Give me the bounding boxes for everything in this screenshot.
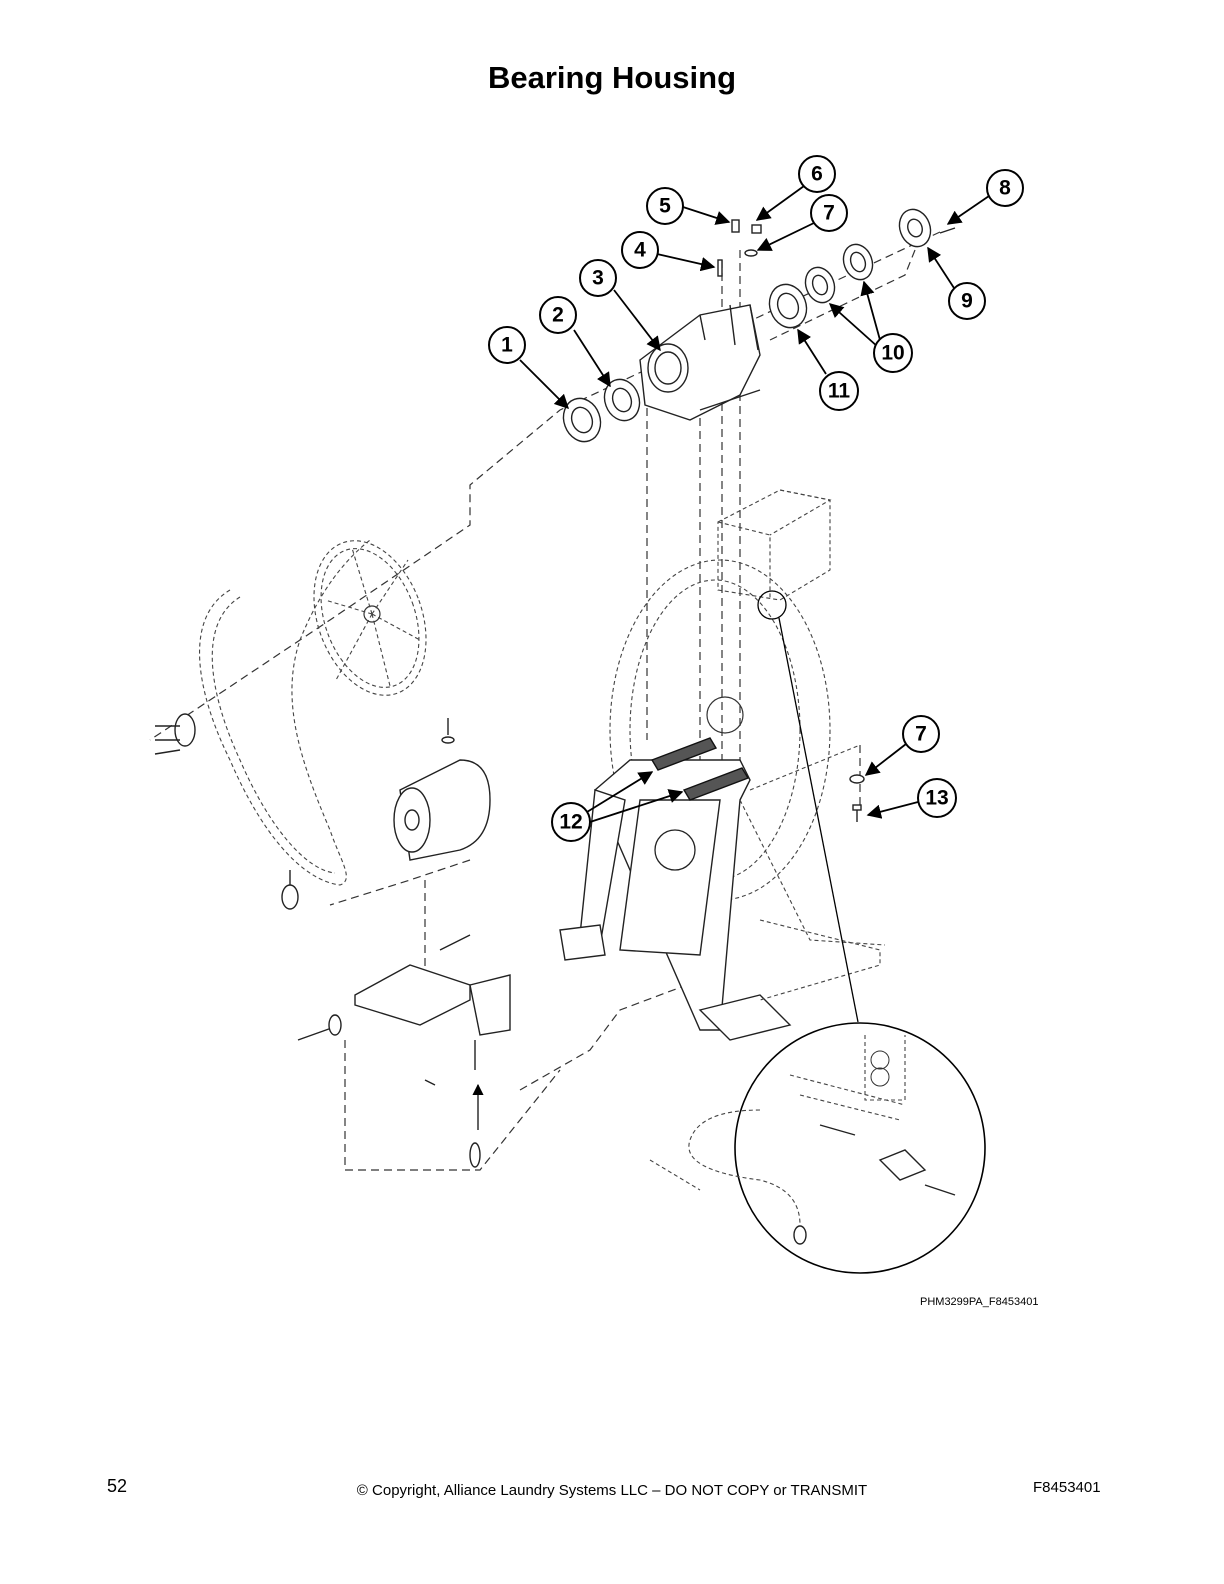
- drive-motor: [393, 718, 491, 861]
- callout-2: 2: [539, 296, 577, 334]
- leader-lines: [519, 185, 990, 823]
- svg-text:2: 2: [552, 304, 564, 327]
- seal-10b: [842, 243, 874, 281]
- svg-text:11: 11: [828, 380, 851, 403]
- callout-3: 3: [579, 259, 617, 297]
- svg-text:3: 3: [592, 267, 604, 290]
- callout-13: 13: [917, 778, 957, 818]
- callout-10: 10: [873, 333, 913, 373]
- bearing-2: [603, 378, 641, 422]
- svg-text:5: 5: [659, 195, 671, 218]
- svg-text:7: 7: [915, 723, 927, 746]
- callout-9: 9: [948, 282, 986, 320]
- pedestal-base: [559, 744, 886, 1041]
- detail-magnifier: [649, 590, 986, 1274]
- callout-1: 1: [488, 326, 526, 364]
- svg-text:6: 6: [811, 163, 823, 186]
- drum-housing: [609, 559, 831, 901]
- callout-5: 5: [646, 187, 684, 225]
- document-id: F8453401: [1033, 1479, 1101, 1496]
- svg-text:8: 8: [999, 177, 1011, 200]
- callout-7-top: 7: [810, 194, 848, 232]
- pulley-wheel: [313, 540, 427, 696]
- svg-text:12: 12: [559, 811, 582, 834]
- small-hardware: [717, 219, 956, 822]
- bearing-housing: [639, 304, 761, 421]
- svg-text:4: 4: [634, 239, 646, 262]
- figure-code: PHM3299PA_F8453401: [920, 1296, 1039, 1308]
- support-shims: [650, 737, 750, 801]
- bearing-11: [768, 283, 808, 329]
- callout-11: 11: [819, 371, 859, 411]
- svg-text:9: 9: [961, 290, 973, 313]
- svg-text:1: 1: [501, 334, 513, 357]
- callout-4: 4: [621, 231, 659, 269]
- svg-text:13: 13: [925, 787, 948, 810]
- page-number: 52: [107, 1476, 128, 1496]
- drive-belt: [199, 539, 371, 886]
- seal-1: [562, 397, 602, 443]
- svg-text:7: 7: [823, 202, 835, 225]
- frame-upper-box: [717, 489, 832, 601]
- callout-8: 8: [986, 169, 1024, 207]
- callout-7-bottom: 7: [902, 715, 940, 753]
- copyright-notice: © Copyright, Alliance Laundry Systems LL…: [356, 1482, 868, 1499]
- seal-10a: [804, 266, 836, 304]
- left-hub-fasteners: [154, 713, 299, 910]
- motor-mount-plate: [297, 934, 511, 1168]
- svg-text:10: 10: [881, 342, 904, 365]
- page-title: Bearing Housing: [487, 60, 736, 95]
- callout-6: 6: [798, 155, 836, 193]
- callout-12: 12: [551, 802, 591, 842]
- end-cap-9: [898, 208, 932, 248]
